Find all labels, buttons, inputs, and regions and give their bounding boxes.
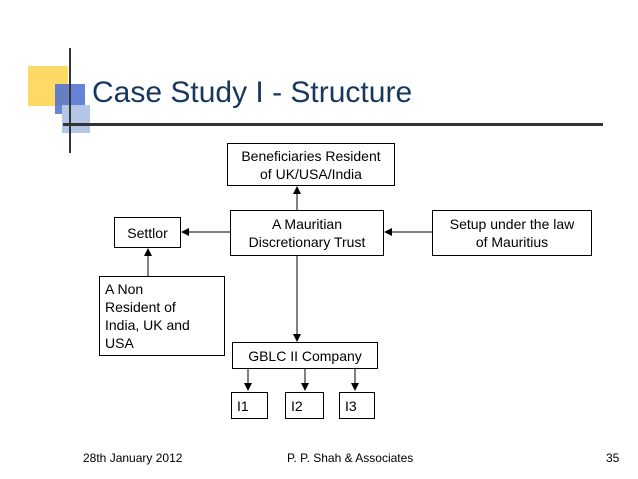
beneficiaries-label: Beneficiaries Resident of UK/USA/India — [241, 147, 381, 182]
title-underline — [63, 123, 603, 126]
i1-box: I1 — [231, 392, 268, 419]
non-resident-label: A Non Resident of India, UK and USA — [105, 281, 190, 351]
i3-label: I3 — [345, 398, 357, 414]
i2-box: I2 — [285, 392, 324, 419]
non-resident-box: A Non Resident of India, UK and USA — [99, 276, 225, 356]
footer-date: 28th January 2012 — [83, 451, 183, 465]
gblc-label: GBLC II Company — [248, 347, 362, 364]
i1-label: I1 — [237, 398, 249, 414]
trust-label: A Mauritian Discretionary Trust — [248, 216, 366, 250]
beneficiaries-box: Beneficiaries Resident of UK/USA/India — [227, 143, 395, 186]
trust-box: A Mauritian Discretionary Trust — [230, 210, 384, 256]
setup-box: Setup under the law of Mauritius — [432, 210, 592, 256]
settlor-label: Settlor — [127, 224, 168, 241]
decor-vertical-line — [69, 48, 71, 153]
footer-firm: P. P. Shah & Associates — [287, 451, 414, 465]
slide-title: Case Study I - Structure — [92, 76, 413, 109]
gblc-box: GBLC II Company — [232, 342, 378, 369]
i3-box: I3 — [339, 392, 375, 419]
footer-page-number: 35 — [606, 451, 620, 465]
settlor-box: Settlor — [114, 217, 181, 248]
decor-square-lightblue — [62, 105, 90, 133]
setup-label: Setup under the law of Mauritius — [449, 216, 575, 250]
i2-label: I2 — [291, 398, 303, 414]
